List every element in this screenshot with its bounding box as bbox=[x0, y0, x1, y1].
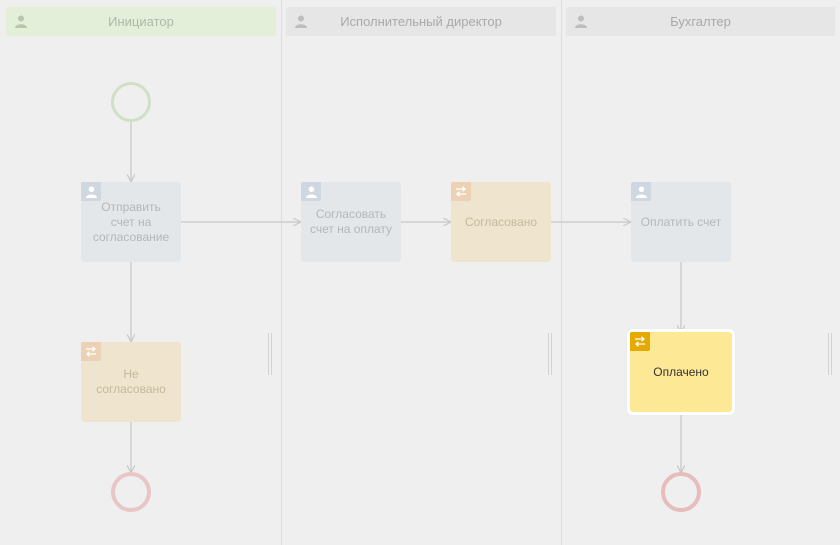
lane-resize-handle[interactable] bbox=[828, 333, 832, 375]
status-paid[interactable]: Оплачено bbox=[627, 329, 735, 415]
user-icon bbox=[575, 15, 587, 28]
user-icon bbox=[301, 182, 321, 201]
lane-title: Исполнительный директор bbox=[340, 14, 502, 29]
status-approved[interactable]: Согласовано bbox=[451, 182, 551, 262]
user-icon bbox=[631, 182, 651, 201]
lane-header-accountant[interactable]: Бухгалтер bbox=[566, 7, 835, 36]
task-pay-invoice[interactable]: Оплатить счет bbox=[631, 182, 731, 262]
status-label: Оплачено bbox=[653, 364, 709, 379]
user-icon bbox=[295, 15, 307, 28]
status-label: Согласовано bbox=[464, 214, 538, 229]
end-event-initiator[interactable] bbox=[111, 472, 151, 512]
lane-header-director[interactable]: Исполнительный директор bbox=[286, 7, 556, 36]
lane-title: Инициатор bbox=[108, 14, 174, 29]
swap-icon bbox=[630, 332, 650, 351]
task-label: Отправить счет на согласование bbox=[92, 199, 170, 244]
user-icon bbox=[15, 15, 27, 28]
status-label: Не согласовано bbox=[96, 367, 166, 396]
swap-icon bbox=[451, 182, 471, 201]
swap-icon bbox=[81, 342, 101, 361]
task-approve-invoice[interactable]: Согласовать счет на оплату bbox=[301, 182, 401, 262]
task-label: Оплатить счет bbox=[640, 214, 722, 229]
lane-divider bbox=[281, 0, 282, 545]
lane-resize-handle[interactable] bbox=[268, 333, 272, 375]
lane-resize-handle[interactable] bbox=[548, 333, 552, 375]
user-icon bbox=[81, 182, 101, 201]
lane-header-initiator[interactable]: Инициатор bbox=[6, 7, 276, 36]
task-label: Согласовать счет на оплату bbox=[309, 207, 393, 236]
start-event[interactable] bbox=[111, 82, 151, 122]
lane-title: Бухгалтер bbox=[670, 14, 731, 29]
task-send-invoice[interactable]: Отправить счет на согласование bbox=[81, 182, 181, 262]
lane-divider bbox=[561, 0, 562, 545]
status-not-approved[interactable]: Не согласовано bbox=[81, 342, 181, 422]
end-event-accountant[interactable] bbox=[661, 472, 701, 512]
